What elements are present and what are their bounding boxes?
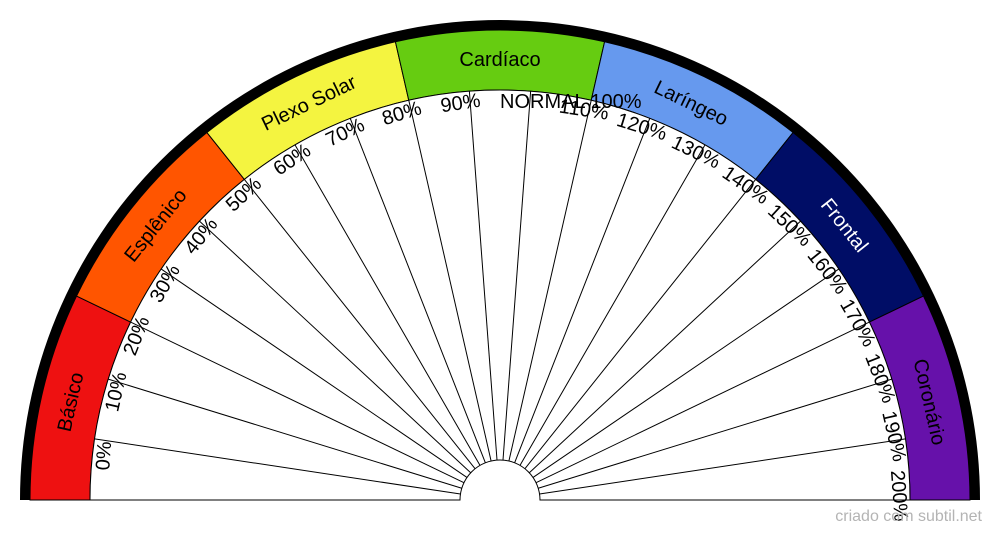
- spoke-line: [160, 268, 468, 478]
- spoke-line: [468, 91, 498, 461]
- spoke-line: [528, 220, 801, 474]
- spoke-line: [294, 144, 481, 466]
- spoke-line: [108, 378, 462, 489]
- spoke-line: [349, 118, 486, 463]
- percentage-fan: [89, 89, 911, 501]
- spoke-line: [524, 179, 757, 470]
- tick-label: NORMAL 100%: [500, 91, 642, 113]
- spoke-line: [532, 268, 840, 478]
- spoke-line: [508, 100, 592, 462]
- spoke-line: [408, 100, 492, 462]
- spokes: [90, 91, 910, 501]
- spoke-line: [502, 91, 532, 461]
- tick-label: 0%: [92, 440, 116, 471]
- band-label: Cardíaco: [459, 49, 540, 71]
- spoke-line: [535, 321, 870, 484]
- spoke-line: [514, 118, 651, 463]
- spoke-line: [519, 144, 706, 466]
- spoke-line: [199, 220, 472, 474]
- fan-background: [89, 89, 911, 501]
- spoke-line: [539, 438, 906, 495]
- credit-text: criado com subtil.net: [835, 508, 982, 525]
- tick-label: 200%: [886, 469, 912, 522]
- spoke-line: [130, 321, 465, 484]
- spoke-line: [243, 179, 476, 470]
- spoke-line: [538, 378, 892, 489]
- spoke-line: [94, 438, 461, 495]
